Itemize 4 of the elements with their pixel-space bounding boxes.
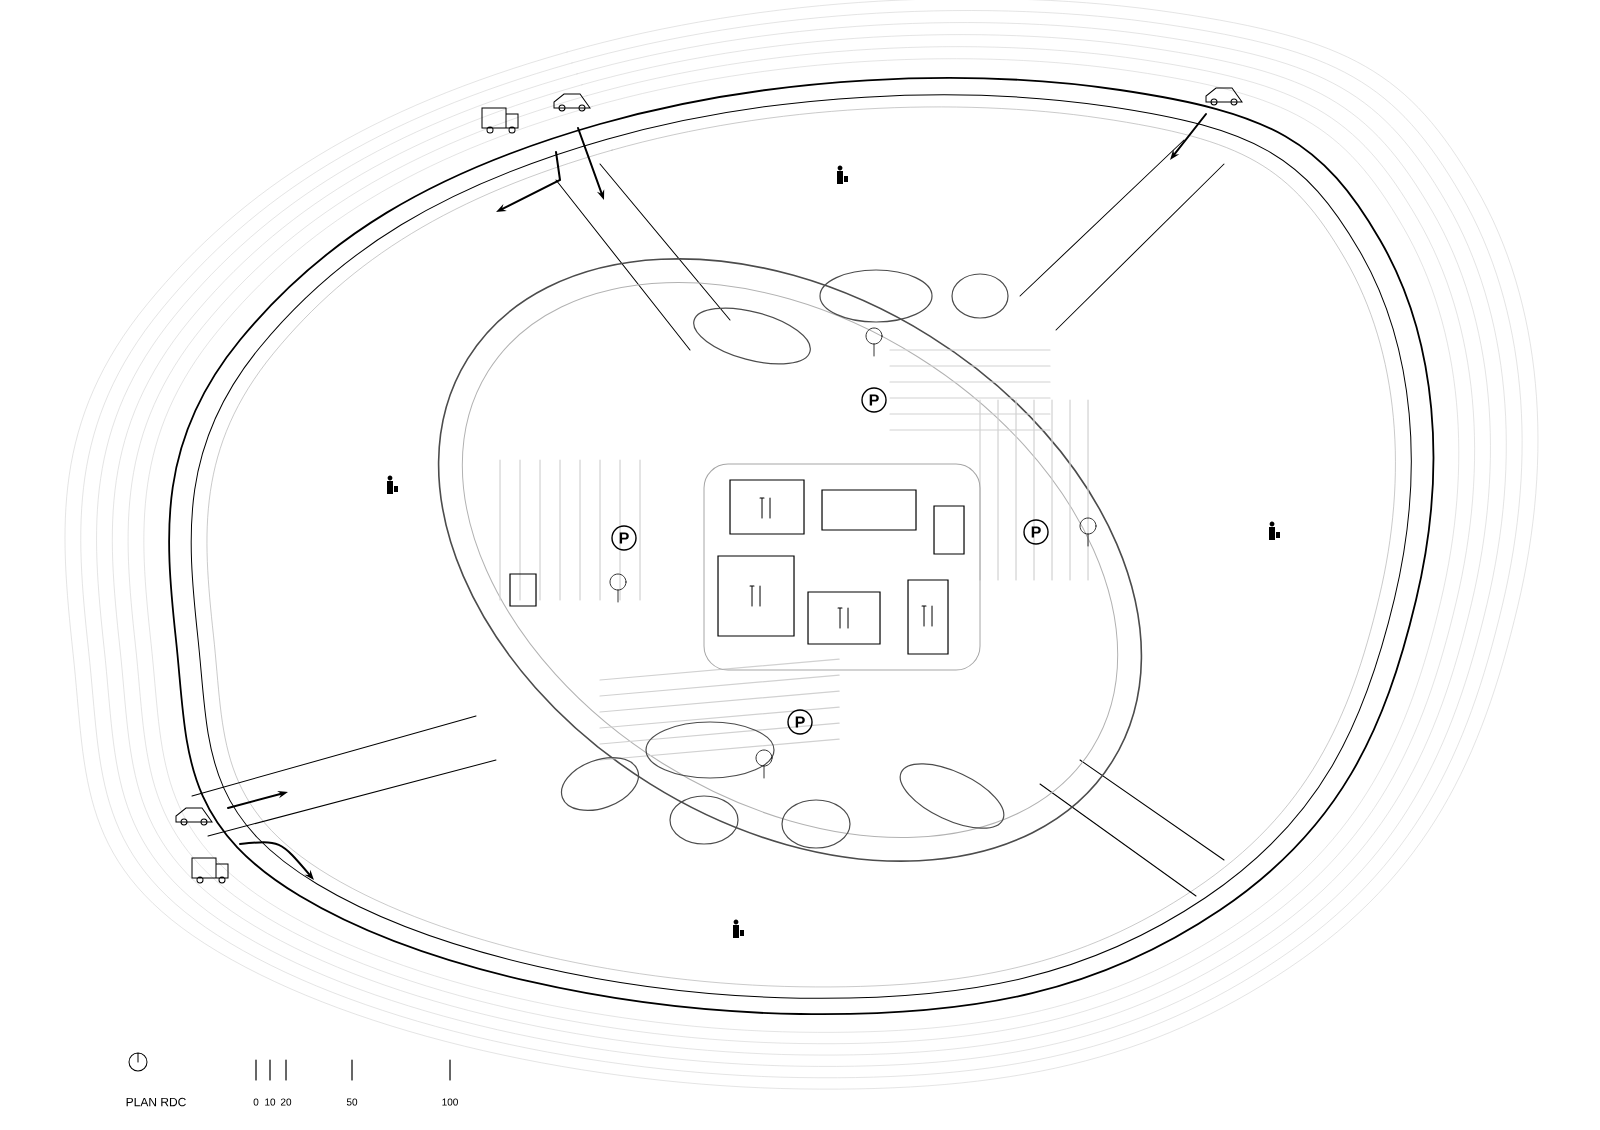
parking-sign: P	[1023, 519, 1049, 545]
parking-sign: P	[787, 709, 813, 735]
parking-sign: P	[611, 525, 637, 551]
parking-sign: P	[861, 387, 887, 413]
